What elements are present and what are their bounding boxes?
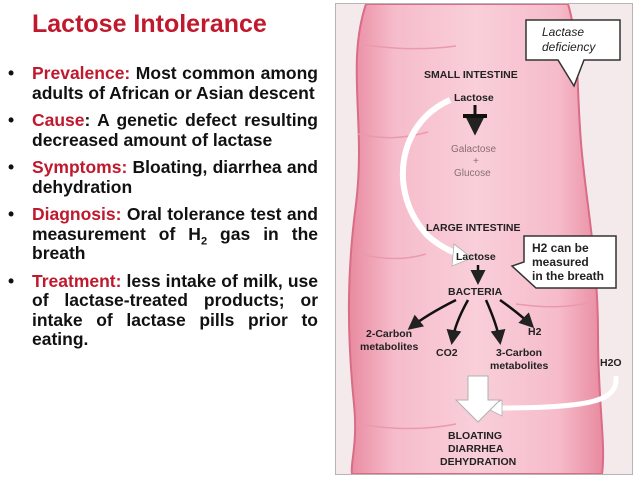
arrow-h2 [499, 298, 535, 329]
two-carbon-label: 2-Carbon [366, 328, 412, 340]
bullet-dot-icon: • [8, 270, 15, 291]
three-carbon-label: metabolites [490, 360, 549, 372]
bullet-dot-icon: • [8, 157, 15, 177]
bullet-keyword: Cause [32, 110, 85, 130]
breath-callout [510, 235, 617, 289]
intestine-diagram: Lactase deficiency SMALL INTESTINE Lacto… [347, 4, 622, 474]
bullet-text: less intake of milk, use of lactase-trea… [32, 270, 318, 349]
flow-arrow-white [399, 97, 465, 259]
bullet-treatment: • Treatment: less intake of milk, use of … [4, 270, 318, 350]
bullet-text: Most common among adults of African or A… [32, 63, 318, 103]
two-carbon-label: metabolites [360, 341, 419, 353]
outcome-label: BLOATING [448, 430, 502, 442]
bullet-symptoms: • Symptoms: Bloating, diarrhea and dehydr… [4, 157, 318, 197]
bullet-keyword: Diagnosis: [32, 204, 122, 224]
large-intestine-label: LARGE INTESTINE [426, 222, 521, 234]
bullet-prevalence: • Prevalence: Most common among adults of… [4, 63, 318, 103]
slide-title: Lactose Intolerance [32, 10, 267, 38]
three-carbon-label: 3-Carbon [496, 347, 542, 359]
bacteria-label: BACTERIA [448, 286, 503, 298]
plus-label: + [473, 156, 479, 167]
bullet-text: : A genetic defect resulting decreased a… [32, 110, 318, 150]
flow-arrow-head [451, 243, 473, 267]
h2-label: H2 [528, 326, 542, 338]
h2o-label: H2O [600, 357, 622, 369]
lactose-label-large: Lactose [456, 251, 496, 263]
intestine-fold [359, 43, 457, 50]
breath-label: in the breath [532, 269, 604, 283]
diagram-panel: Lactase deficiency SMALL INTESTINE Lacto… [335, 3, 633, 475]
breath-label: measured [532, 255, 589, 269]
arrow-co2 [446, 299, 470, 345]
bullet-text: Oral tolerance test and measurement of H [32, 204, 318, 244]
bullet-diagnosis: • Diagnosis: Oral tolerance test and meas… [4, 204, 318, 264]
bullet-text: Bloating, diarrhea and dehydration [32, 157, 318, 197]
small-intestine-label: SMALL INTESTINE [424, 69, 518, 81]
galactose-label: Galactose [451, 144, 496, 155]
breath-label: H2 can be [532, 241, 589, 255]
bullet-cause: • Cause: A genetic defect resulting decre… [4, 110, 318, 150]
bullet-dot-icon: • [8, 110, 15, 130]
bullet-list: • Prevalence: Most common among adults of… [4, 63, 318, 358]
glucose-label: Glucose [454, 168, 491, 179]
deficiency-label: Lactase [542, 25, 584, 39]
bullet-keyword: Symptoms: [32, 157, 128, 177]
h2o-arrow [495, 375, 619, 411]
bullet-dot-icon: • [8, 204, 15, 224]
bullet-keyword: Treatment: [32, 270, 122, 291]
outcome-label: DEHYDRATION [440, 456, 516, 468]
intestine-fold [357, 253, 427, 260]
intestine-fold [515, 301, 595, 308]
arrow-three-carbon [484, 299, 506, 345]
outcome-arrow [454, 375, 502, 423]
co2-label: CO2 [436, 347, 458, 359]
intestine-fold [357, 131, 429, 139]
bullet-keyword: Prevalence: [32, 63, 131, 83]
arrow-two-carbon [407, 298, 457, 330]
deficiency-label: deficiency [542, 40, 596, 54]
intestine-body [347, 4, 605, 474]
bullet-dot-icon: • [8, 63, 15, 83]
lactose-label: Lactose [454, 92, 494, 104]
block-bar-icon [463, 114, 487, 118]
intestine-fold [355, 423, 457, 430]
bullet-text-tail: gas in the breath [32, 223, 318, 263]
outcome-label: DIARRHEA [448, 443, 504, 455]
deficiency-callout [525, 19, 621, 88]
subscript: 2 [200, 235, 208, 247]
